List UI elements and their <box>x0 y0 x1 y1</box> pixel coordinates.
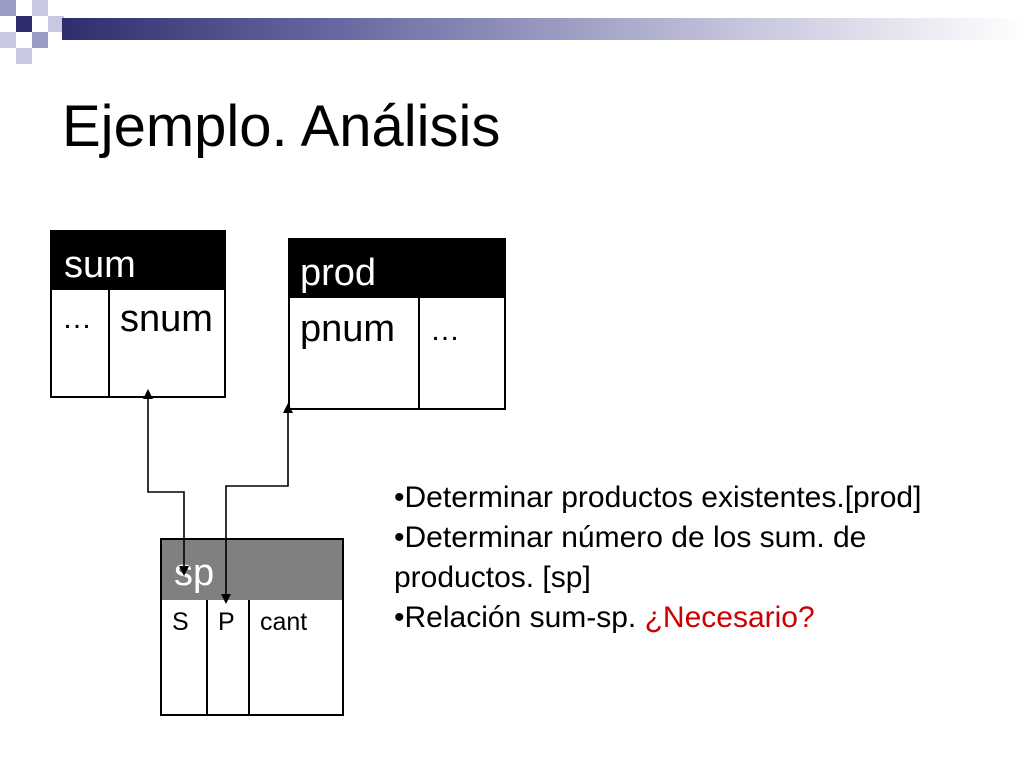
page-title: Ejemplo. Análisis <box>62 94 501 159</box>
note-item: •Determinar número de los sum. de produc… <box>394 521 867 594</box>
notes-list: •Determinar productos existentes.[prod] … <box>394 478 1014 638</box>
entity-sp-column-p: P <box>206 600 248 714</box>
entity-sum: sum … snum <box>50 230 226 398</box>
note-item: •Determinar productos existentes.[prod] <box>394 481 922 514</box>
entity-prod-column-ellipsis: … <box>418 298 504 408</box>
entity-sum-column-snum: snum <box>108 290 224 396</box>
highlight-question: ¿Necesario? <box>644 601 815 634</box>
corner-decoration <box>0 0 64 64</box>
entity-prod: prod pnum … <box>288 238 506 410</box>
entity-sum-column-ellipsis: … <box>62 302 92 335</box>
entity-prod-header: prod <box>290 240 504 298</box>
entity-sp-header: sp <box>162 540 342 600</box>
title-gradient-bar <box>62 18 1024 40</box>
entity-prod-body: pnum … <box>290 298 504 408</box>
note-item: •Relación sum-sp. ¿Necesario? <box>394 601 815 634</box>
entity-sum-body: … snum <box>52 290 224 396</box>
entity-sp-column-cant: cant <box>248 600 342 714</box>
entity-sum-header: sum <box>52 232 224 290</box>
entity-sp-body: S P cant <box>162 600 342 714</box>
entity-sp: sp S P cant <box>160 538 344 716</box>
entity-prod-column-pnum: pnum <box>300 308 396 350</box>
entity-sp-column-s: S <box>172 608 189 636</box>
